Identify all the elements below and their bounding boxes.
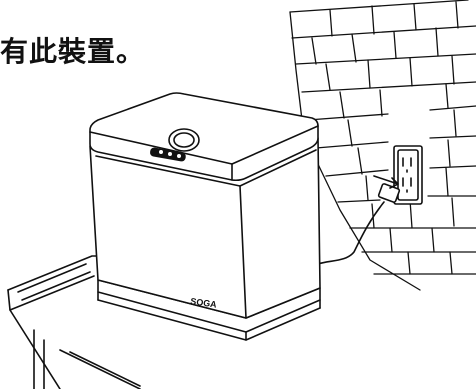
indicator-lights bbox=[150, 147, 186, 162]
brick-wall bbox=[289, 0, 476, 291]
device-lid bbox=[89, 92, 319, 182]
brand-label: SOGA bbox=[190, 296, 218, 310]
device-body bbox=[89, 137, 321, 319]
power-plug bbox=[373, 175, 401, 203]
wall-outlet bbox=[393, 145, 423, 205]
power-button-icon[interactable] bbox=[168, 128, 200, 152]
caption-text: 有此裝置。 bbox=[0, 35, 146, 68]
power-cord bbox=[317, 201, 385, 265]
